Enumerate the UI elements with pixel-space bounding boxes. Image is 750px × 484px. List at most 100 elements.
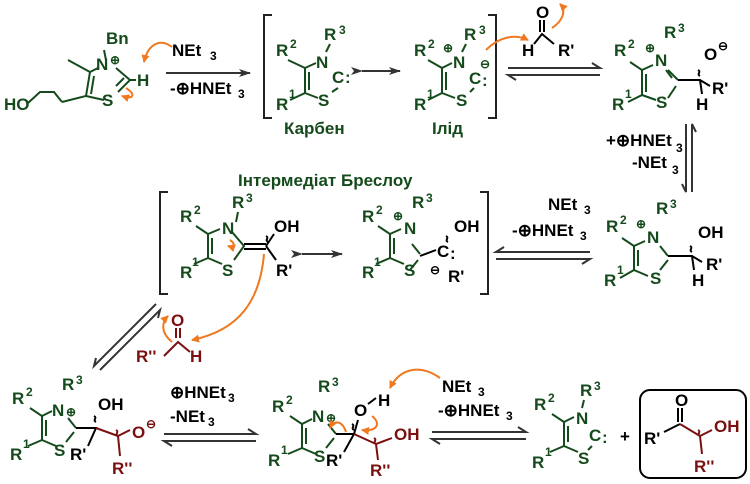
svg-text:1: 1 — [23, 437, 30, 451]
svg-text:⊕: ⊕ — [66, 405, 76, 419]
svg-text:R': R' — [706, 255, 722, 274]
svg-text:2: 2 — [620, 213, 627, 227]
svg-text:S: S — [54, 441, 65, 460]
mech-arrow — [191, 253, 265, 343]
svg-text:N: N — [576, 409, 588, 428]
svg-text:R': R' — [326, 451, 342, 470]
svg-text::: : — [450, 244, 456, 263]
svg-text:R: R — [414, 41, 426, 60]
svg-text::: : — [482, 71, 488, 90]
thiamine-thiazolium: N ⊕ Bn S H HO — [4, 29, 173, 114]
hydroxyl-label: HO — [4, 95, 30, 114]
acyloin-product: O R' OH R'' — [639, 389, 747, 479]
svg-text:R: R — [272, 397, 284, 416]
svg-text:R: R — [10, 445, 22, 464]
aldehyde-rdoubleprime: O R'' H — [136, 311, 202, 366]
svg-text:C: C — [469, 69, 481, 88]
svg-text:R': R' — [558, 41, 574, 60]
svg-text:R: R — [276, 95, 288, 114]
alcohol-adduct: R 2 R 3 N ⊕ S R 1 OH R' H — [604, 197, 724, 290]
svg-text:2: 2 — [286, 393, 293, 407]
svg-text:3: 3 — [76, 373, 83, 387]
svg-text:N: N — [316, 53, 328, 72]
svg-text:R: R — [268, 451, 280, 470]
svg-text:N: N — [453, 53, 465, 72]
svg-text:O: O — [675, 391, 688, 410]
step1: NEt 3 -⊕HNEt 3 — [166, 41, 251, 101]
svg-text:R': R' — [644, 429, 660, 448]
svg-text:N: N — [312, 407, 324, 426]
svg-text:3: 3 — [210, 49, 217, 63]
mech-arrow — [329, 419, 347, 433]
equilibrium-step4: NEt 3 -⊕HNEt 3 — [492, 195, 594, 265]
svg-text:3: 3 — [478, 385, 485, 399]
svg-text:O: O — [704, 45, 717, 64]
svg-text:3: 3 — [584, 203, 591, 217]
svg-text:S: S — [578, 449, 589, 468]
benzyl-label: Bn — [106, 29, 129, 48]
regenerated-carbene: R 2 R 3 N C : S R 1 — [532, 379, 608, 472]
svg-text:S: S — [656, 93, 667, 112]
svg-text:3: 3 — [676, 141, 683, 155]
breslow-enol: R 2 R 3 N S R 1 OH R' — [180, 191, 300, 282]
equilibrium-step2 — [504, 62, 604, 81]
svg-text:R: R — [12, 389, 24, 408]
svg-text:⊖: ⊖ — [718, 39, 728, 53]
svg-text:3: 3 — [332, 375, 339, 389]
svg-text:OH: OH — [98, 395, 124, 414]
mech-arrow — [160, 315, 173, 343]
svg-text:R'': R'' — [370, 461, 390, 480]
svg-text:1: 1 — [192, 255, 199, 269]
svg-text:O: O — [354, 401, 367, 420]
svg-text:3: 3 — [228, 391, 235, 405]
svg-text:R: R — [664, 23, 676, 42]
svg-text:R: R — [362, 263, 374, 282]
alkoxide-adduct-2: R 2 R 3 N ⊕ S R 1 OH R' O ⊖ R'' — [10, 373, 156, 478]
svg-text:S: S — [650, 269, 661, 288]
svg-text:1: 1 — [545, 445, 552, 459]
breslow-label: Інтермедіат Бреслоу — [238, 171, 413, 190]
svg-text:R: R — [464, 25, 476, 44]
ylide-label: Ілід — [432, 119, 463, 138]
svg-text:R: R — [362, 207, 374, 226]
svg-text:S: S — [404, 261, 415, 280]
svg-text:R: R — [414, 95, 426, 114]
svg-text:1: 1 — [374, 255, 381, 269]
svg-text:R: R — [534, 395, 546, 414]
svg-text:3: 3 — [339, 23, 346, 37]
bracket-left — [159, 191, 168, 295]
svg-text:⊖: ⊖ — [430, 263, 440, 277]
svg-text:2: 2 — [548, 391, 555, 405]
svg-text:C: C — [437, 242, 449, 261]
atom-n: N — [96, 55, 108, 74]
svg-text:S: S — [222, 261, 233, 280]
plus-sign: + — [620, 427, 630, 446]
svg-text:+⊕HNEt: +⊕HNEt — [606, 131, 672, 150]
bracket-right — [480, 191, 489, 295]
mech-arrow — [551, 3, 568, 29]
svg-text:3: 3 — [506, 409, 513, 423]
svg-text:2: 2 — [376, 203, 383, 217]
mech-arrow — [141, 42, 173, 63]
equilibrium-step7: NEt 3 -⊕HNEt 3 — [428, 377, 530, 445]
svg-text:⊕: ⊕ — [393, 209, 403, 223]
svg-text:C: C — [332, 68, 344, 87]
svg-text:3: 3 — [678, 21, 685, 35]
mech-arrow — [121, 87, 134, 103]
svg-text:⊖: ⊖ — [480, 57, 490, 71]
equilibrium-step6: ⊕HNEt 3 -NEt 3 — [160, 383, 260, 447]
equilibrium-step5 — [92, 303, 162, 371]
diol-adduct: R 2 R 3 N ⊕ S R 1 O H R' OH R'' — [268, 368, 441, 480]
svg-text:H: H — [692, 271, 704, 290]
svg-text:R'': R'' — [112, 459, 132, 478]
svg-text:S: S — [456, 91, 467, 110]
svg-text:OH: OH — [698, 223, 724, 242]
svg-text:O: O — [132, 423, 145, 442]
mech-arrow — [485, 33, 529, 51]
svg-text:1: 1 — [617, 263, 624, 277]
svg-text:N: N — [655, 51, 667, 70]
svg-text:-⊕HNEt: -⊕HNEt — [512, 221, 574, 240]
svg-text:N: N — [404, 219, 416, 238]
alkoxide-adduct: R 2 R 3 N ⊕ S R 1 O ⊖ R' H — [612, 21, 728, 114]
